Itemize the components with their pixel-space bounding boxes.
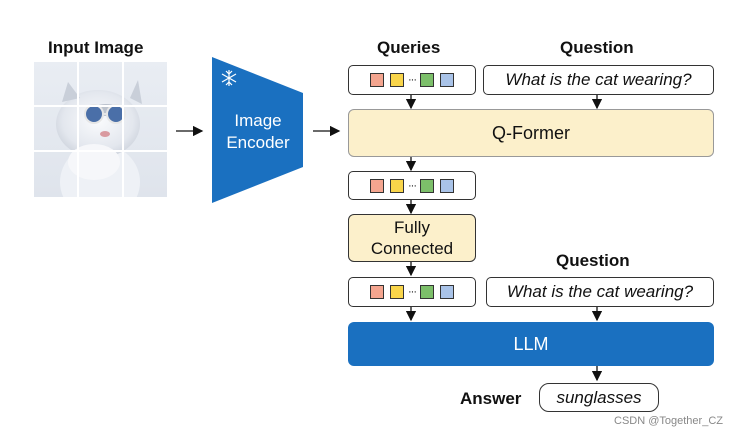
llm-block: LLM [348,322,714,366]
image-encoder-label: Image Encoder [222,110,294,154]
token-yellow [390,73,404,87]
encoder-label-line2: Encoder [226,133,290,152]
token-ellipsis: ··· [408,286,417,298]
watermark: CSDN @Together_CZ [614,415,723,427]
question-box-top: What is the cat wearing? [483,65,714,95]
q-former-label: Q-Former [492,122,570,143]
fc-label-line1: Fully [394,218,430,237]
input-image [34,62,167,197]
token-ellipsis: ··· [408,74,417,86]
token-blue [440,285,454,299]
encoder-label-line1: Image [234,111,282,130]
token-red [370,285,384,299]
token-ellipsis: ··· [408,179,417,192]
fully-connected-block: Fully Connected [348,214,476,262]
q-former-block: Q-Former [348,109,714,157]
snowflake-icon [221,70,237,86]
image-encoder-shape [212,57,303,203]
input-image-title: Input Image [48,38,144,57]
answer-label: Answer [460,389,522,408]
question-heading-top: Question [560,38,634,57]
question-text-top: What is the cat wearing? [505,70,692,89]
token-yellow [390,285,404,299]
fc-output-tokens-box: ··· [348,277,476,307]
token-green [420,73,434,87]
token-green [420,285,434,299]
question-box-mid: What is the cat wearing? [486,277,714,307]
qformer-output-tokens-box: ··· [348,171,476,200]
queries-heading: Queries [377,38,441,57]
token-red [370,178,384,193]
question-heading-mid: Question [556,251,630,270]
token-blue [440,178,454,193]
query-tokens-box: ··· [348,65,476,95]
question-text-mid: What is the cat wearing? [506,282,694,301]
token-green [420,178,434,193]
llm-label: LLM [513,333,549,354]
token-yellow [390,178,404,193]
token-red [370,73,384,87]
answer-value: sunglasses [556,387,642,407]
fc-label-line2: Connected [370,239,454,258]
token-blue [440,73,454,87]
answer-box: sunglasses [539,383,659,412]
